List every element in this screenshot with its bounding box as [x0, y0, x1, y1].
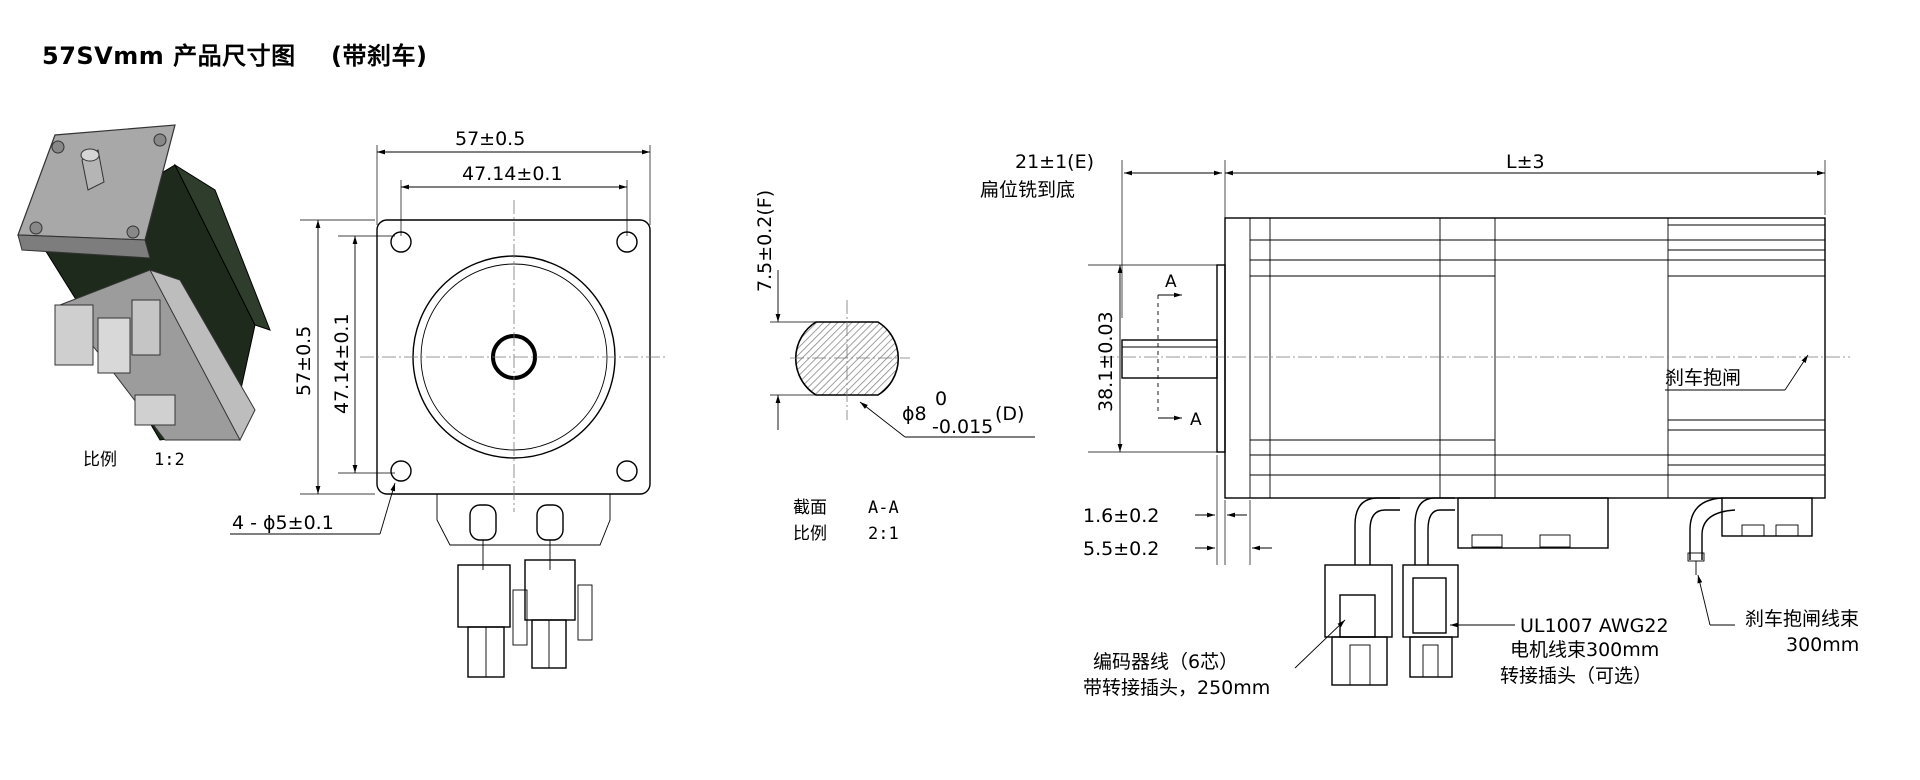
encoder-note-line1: 编码器线（6芯）	[1093, 651, 1238, 673]
brake-wire-line2: 300mm	[1786, 634, 1859, 656]
side-dim-flat-length: 21±1(E)	[1015, 151, 1094, 173]
brake-label: 刹车抱闸	[1665, 367, 1741, 389]
motor-isometric-render	[17, 124, 271, 442]
motor-note-line3: 转接插头（可选）	[1500, 665, 1652, 687]
page-title: 57SVmm 产品尺寸图 (带刹车)	[42, 42, 428, 70]
front-view	[230, 145, 668, 678]
side-dim-boss-height: 1.6±0.2	[1083, 505, 1159, 527]
front-dim-height-outer: 57±0.5	[293, 326, 315, 396]
section-dim-diameter-upper: 0	[935, 388, 947, 410]
encoder-note-line2: 带转接插头，250mm	[1083, 677, 1270, 699]
front-dim-height-inner: 47.14±0.1	[331, 313, 353, 414]
section-dim-flat: 7.5±0.2(F)	[754, 190, 776, 292]
iso-scale-value: 1:2	[154, 450, 185, 470]
section-scale-label: 比例	[793, 524, 827, 544]
side-view	[1088, 160, 1850, 686]
motor-note-line2: 电机线束300mm	[1510, 639, 1659, 661]
section-label: 截面	[793, 498, 827, 518]
section-dim-diameter: ϕ8	[902, 403, 927, 425]
section-dim-diameter-tag: (D)	[995, 403, 1024, 425]
side-flat-note: 扁位铣到底	[980, 179, 1075, 201]
front-dim-width-inner: 47.14±0.1	[462, 163, 563, 185]
section-value: A-A	[868, 498, 899, 518]
section-view	[770, 270, 1035, 438]
side-dim-flange: 5.5±0.2	[1083, 538, 1159, 560]
side-dim-boss: 38.1±0.03	[1095, 311, 1117, 412]
hole-label: 4 - ϕ5±0.1	[232, 512, 334, 534]
motor-note-line1: UL1007 AWG22	[1520, 615, 1669, 637]
section-dim-diameter-lower: -0.015	[932, 416, 993, 438]
brake-wire-line1: 刹车抱闸线束	[1745, 608, 1859, 630]
front-dim-width-outer: 57±0.5	[455, 128, 525, 150]
side-dim-length: L±3	[1506, 151, 1545, 173]
iso-scale-label: 比例	[83, 450, 117, 470]
section-scale-value: 2:1	[868, 524, 899, 544]
section-mark-bottom: A	[1190, 410, 1202, 430]
section-mark-top: A	[1165, 272, 1177, 292]
